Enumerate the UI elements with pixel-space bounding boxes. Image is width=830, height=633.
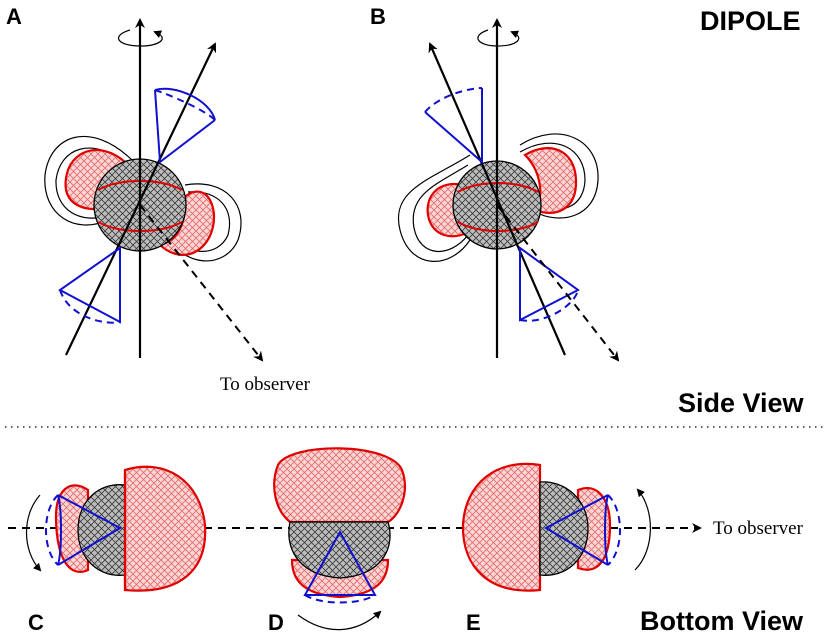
cone-lower-rim-dashed xyxy=(519,289,579,322)
cone-rim-dashed xyxy=(304,594,376,604)
panel-c: C xyxy=(25,465,207,633)
cone-rim-dashed xyxy=(607,494,621,566)
panel-label-b: B xyxy=(370,4,386,29)
star-body xyxy=(288,521,391,579)
panel-e: E xyxy=(461,462,651,633)
emission-region-upper xyxy=(273,447,406,524)
cone-upper xyxy=(154,89,216,164)
panel-b xyxy=(397,18,620,362)
cone xyxy=(543,494,609,566)
cone-upper-rim-dashed xyxy=(424,87,483,113)
emission-region-right xyxy=(123,465,207,592)
field-loop-upper-outer xyxy=(44,135,133,226)
bottom-view-label: Bottom View xyxy=(640,606,804,633)
panel-a: To observer xyxy=(44,18,311,395)
panel-d: D xyxy=(268,447,406,633)
rotation-arrow xyxy=(477,29,520,47)
panel-label-a: A xyxy=(6,4,22,29)
diagram-title: DIPOLE xyxy=(700,6,801,36)
side-view-label: Side View xyxy=(678,388,805,418)
emission-region-left xyxy=(461,462,542,592)
cone-lower xyxy=(58,246,121,324)
cone-rim-solid xyxy=(57,494,62,566)
field-loop-left-inner xyxy=(412,164,469,252)
star-body xyxy=(539,481,589,576)
panel-label-e: E xyxy=(466,610,481,633)
cone-upper xyxy=(424,88,483,165)
rotation-arrow xyxy=(117,29,163,47)
cone xyxy=(303,529,377,596)
to-observer-bottom-label: To observer xyxy=(713,518,804,539)
field-loop-left-outer xyxy=(397,154,471,262)
magnetic-axis xyxy=(428,42,567,356)
emission-region-right xyxy=(576,487,612,571)
line-of-sight xyxy=(139,204,264,362)
cone-rim-solid xyxy=(604,494,609,566)
cone-lower-rim-dashed xyxy=(59,289,121,324)
rotation-arrow xyxy=(634,488,651,571)
emission-region-right xyxy=(523,147,578,214)
cone-upper-rim-dashed xyxy=(154,89,216,121)
to-observer-label: To observer xyxy=(220,374,311,395)
cone-upper-rim-solid xyxy=(154,87,216,121)
panel-label-c: C xyxy=(28,610,44,633)
panel-label-d: D xyxy=(268,610,284,633)
field-loop-right-outer xyxy=(519,133,599,219)
line-of-sight xyxy=(496,204,620,362)
star-body xyxy=(77,484,126,576)
cone xyxy=(57,494,123,566)
cone-lower xyxy=(519,246,580,322)
rotation-arrow xyxy=(297,610,382,631)
cone-rim-dashed xyxy=(45,494,59,566)
rotation-arrow xyxy=(25,494,42,572)
